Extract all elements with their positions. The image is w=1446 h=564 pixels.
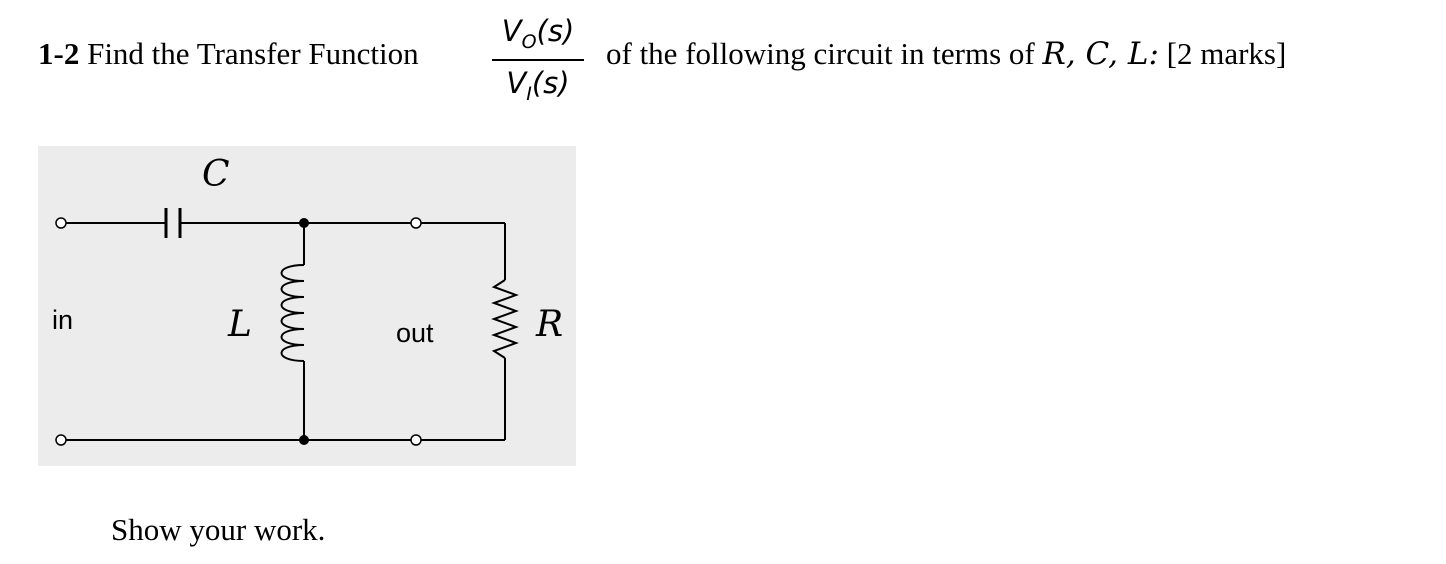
inductor-coil (280, 264, 305, 362)
show-work-instruction: Show your work. (111, 512, 326, 547)
question-prompt: Find the Transfer Function (87, 36, 419, 71)
fraction-numerator: VO(s) (501, 14, 575, 53)
question-variables: R, C, L: (1042, 36, 1159, 72)
junction-bottom (299, 435, 309, 445)
question-text-after: of the following circuit in terms of (606, 36, 1035, 71)
label-in: in (52, 305, 73, 335)
label-c: C (202, 154, 230, 195)
label-l: L (227, 304, 252, 345)
resistor-zigzag (491, 279, 519, 359)
fraction-bar (492, 59, 584, 61)
terminal-out-bottom (410, 434, 422, 446)
circuit-background (38, 146, 576, 466)
transfer-function-fraction: VO(s) VI(s) (490, 14, 586, 105)
question-number: 1-2 (38, 36, 80, 71)
question-continuation: of the following circuit in terms of R, … (606, 36, 1286, 72)
terminal-in-top (55, 217, 67, 229)
question-marks: [2 marks] (1166, 36, 1287, 71)
terminal-out-top (410, 217, 422, 229)
junction-top (299, 218, 309, 228)
circuit-diagram: C L R in out (38, 146, 576, 466)
fraction-denominator: VI(s) (506, 66, 570, 105)
terminal-in-bottom (55, 434, 67, 446)
label-out: out (396, 318, 434, 348)
question-text: 1-2 Find the Transfer Function (38, 36, 419, 72)
label-r: R (535, 304, 563, 345)
